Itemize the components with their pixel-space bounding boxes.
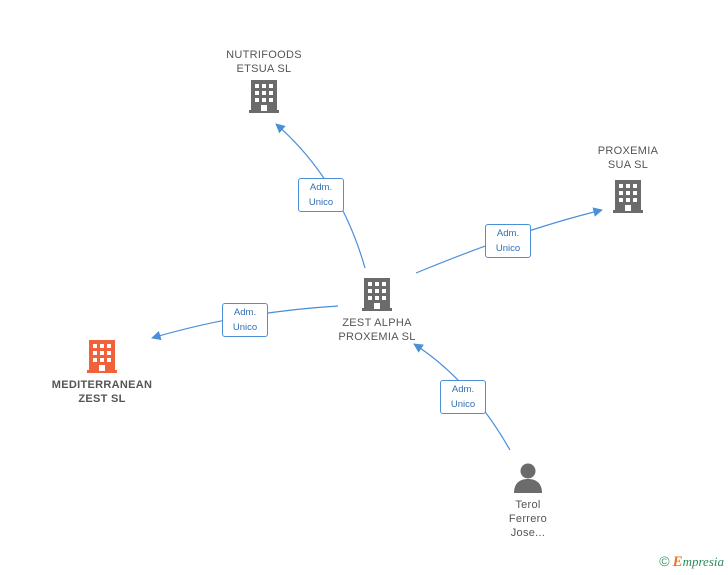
edge-label-line: Adm.: [451, 384, 475, 395]
edge-label-to-proxemia[interactable]: Adm. Unico: [485, 224, 531, 258]
node-zest-alpha[interactable]: ZEST ALPHA PROXEMIA SL: [322, 276, 432, 344]
edge-label-to-nutrifoods[interactable]: Adm. Unico: [298, 178, 344, 212]
building-icon: [362, 278, 392, 311]
edge-label-line: Unico: [495, 243, 521, 254]
node-label: ZEST ALPHA PROXEMIA SL: [338, 317, 416, 343]
building-icon: [249, 80, 279, 113]
edge-label-to-mediterranean[interactable]: Adm. Unico: [222, 303, 268, 337]
edge-label-line: Adm.: [233, 307, 257, 318]
edge-label-from-terol[interactable]: Adm. Unico: [440, 380, 486, 414]
copyright-symbol: ©: [659, 553, 670, 569]
building-icon: [87, 340, 117, 373]
edge-label-line: Unico: [308, 197, 334, 208]
brand-watermark: ©Empresia: [659, 553, 724, 571]
edge-label-line: Unico: [450, 399, 476, 410]
node-mediterranean[interactable]: MEDITERRANEAN ZEST SL: [42, 338, 162, 406]
brand-logo-text: mpresia: [682, 554, 724, 569]
brand-logo-e: E: [672, 554, 683, 570]
node-label: Terol Ferrero Jose...: [508, 499, 548, 539]
edge-label-line: Adm.: [496, 228, 520, 239]
node-label: MEDITERRANEAN ZEST SL: [51, 379, 153, 405]
edge-label-line: Adm.: [309, 182, 333, 193]
node-label: PROXEMIA SUA SL: [597, 145, 659, 171]
node-proxemia[interactable]: PROXEMIA SUA SL: [578, 144, 678, 214]
building-icon: [613, 180, 643, 213]
node-terol[interactable]: Terol Ferrero Jose...: [488, 462, 568, 540]
node-nutrifoods[interactable]: NUTRIFOODS ETSUA SL: [214, 48, 314, 114]
person-icon: [514, 463, 542, 493]
node-label: NUTRIFOODS ETSUA SL: [226, 49, 302, 75]
edge-label-line: Unico: [232, 322, 258, 333]
